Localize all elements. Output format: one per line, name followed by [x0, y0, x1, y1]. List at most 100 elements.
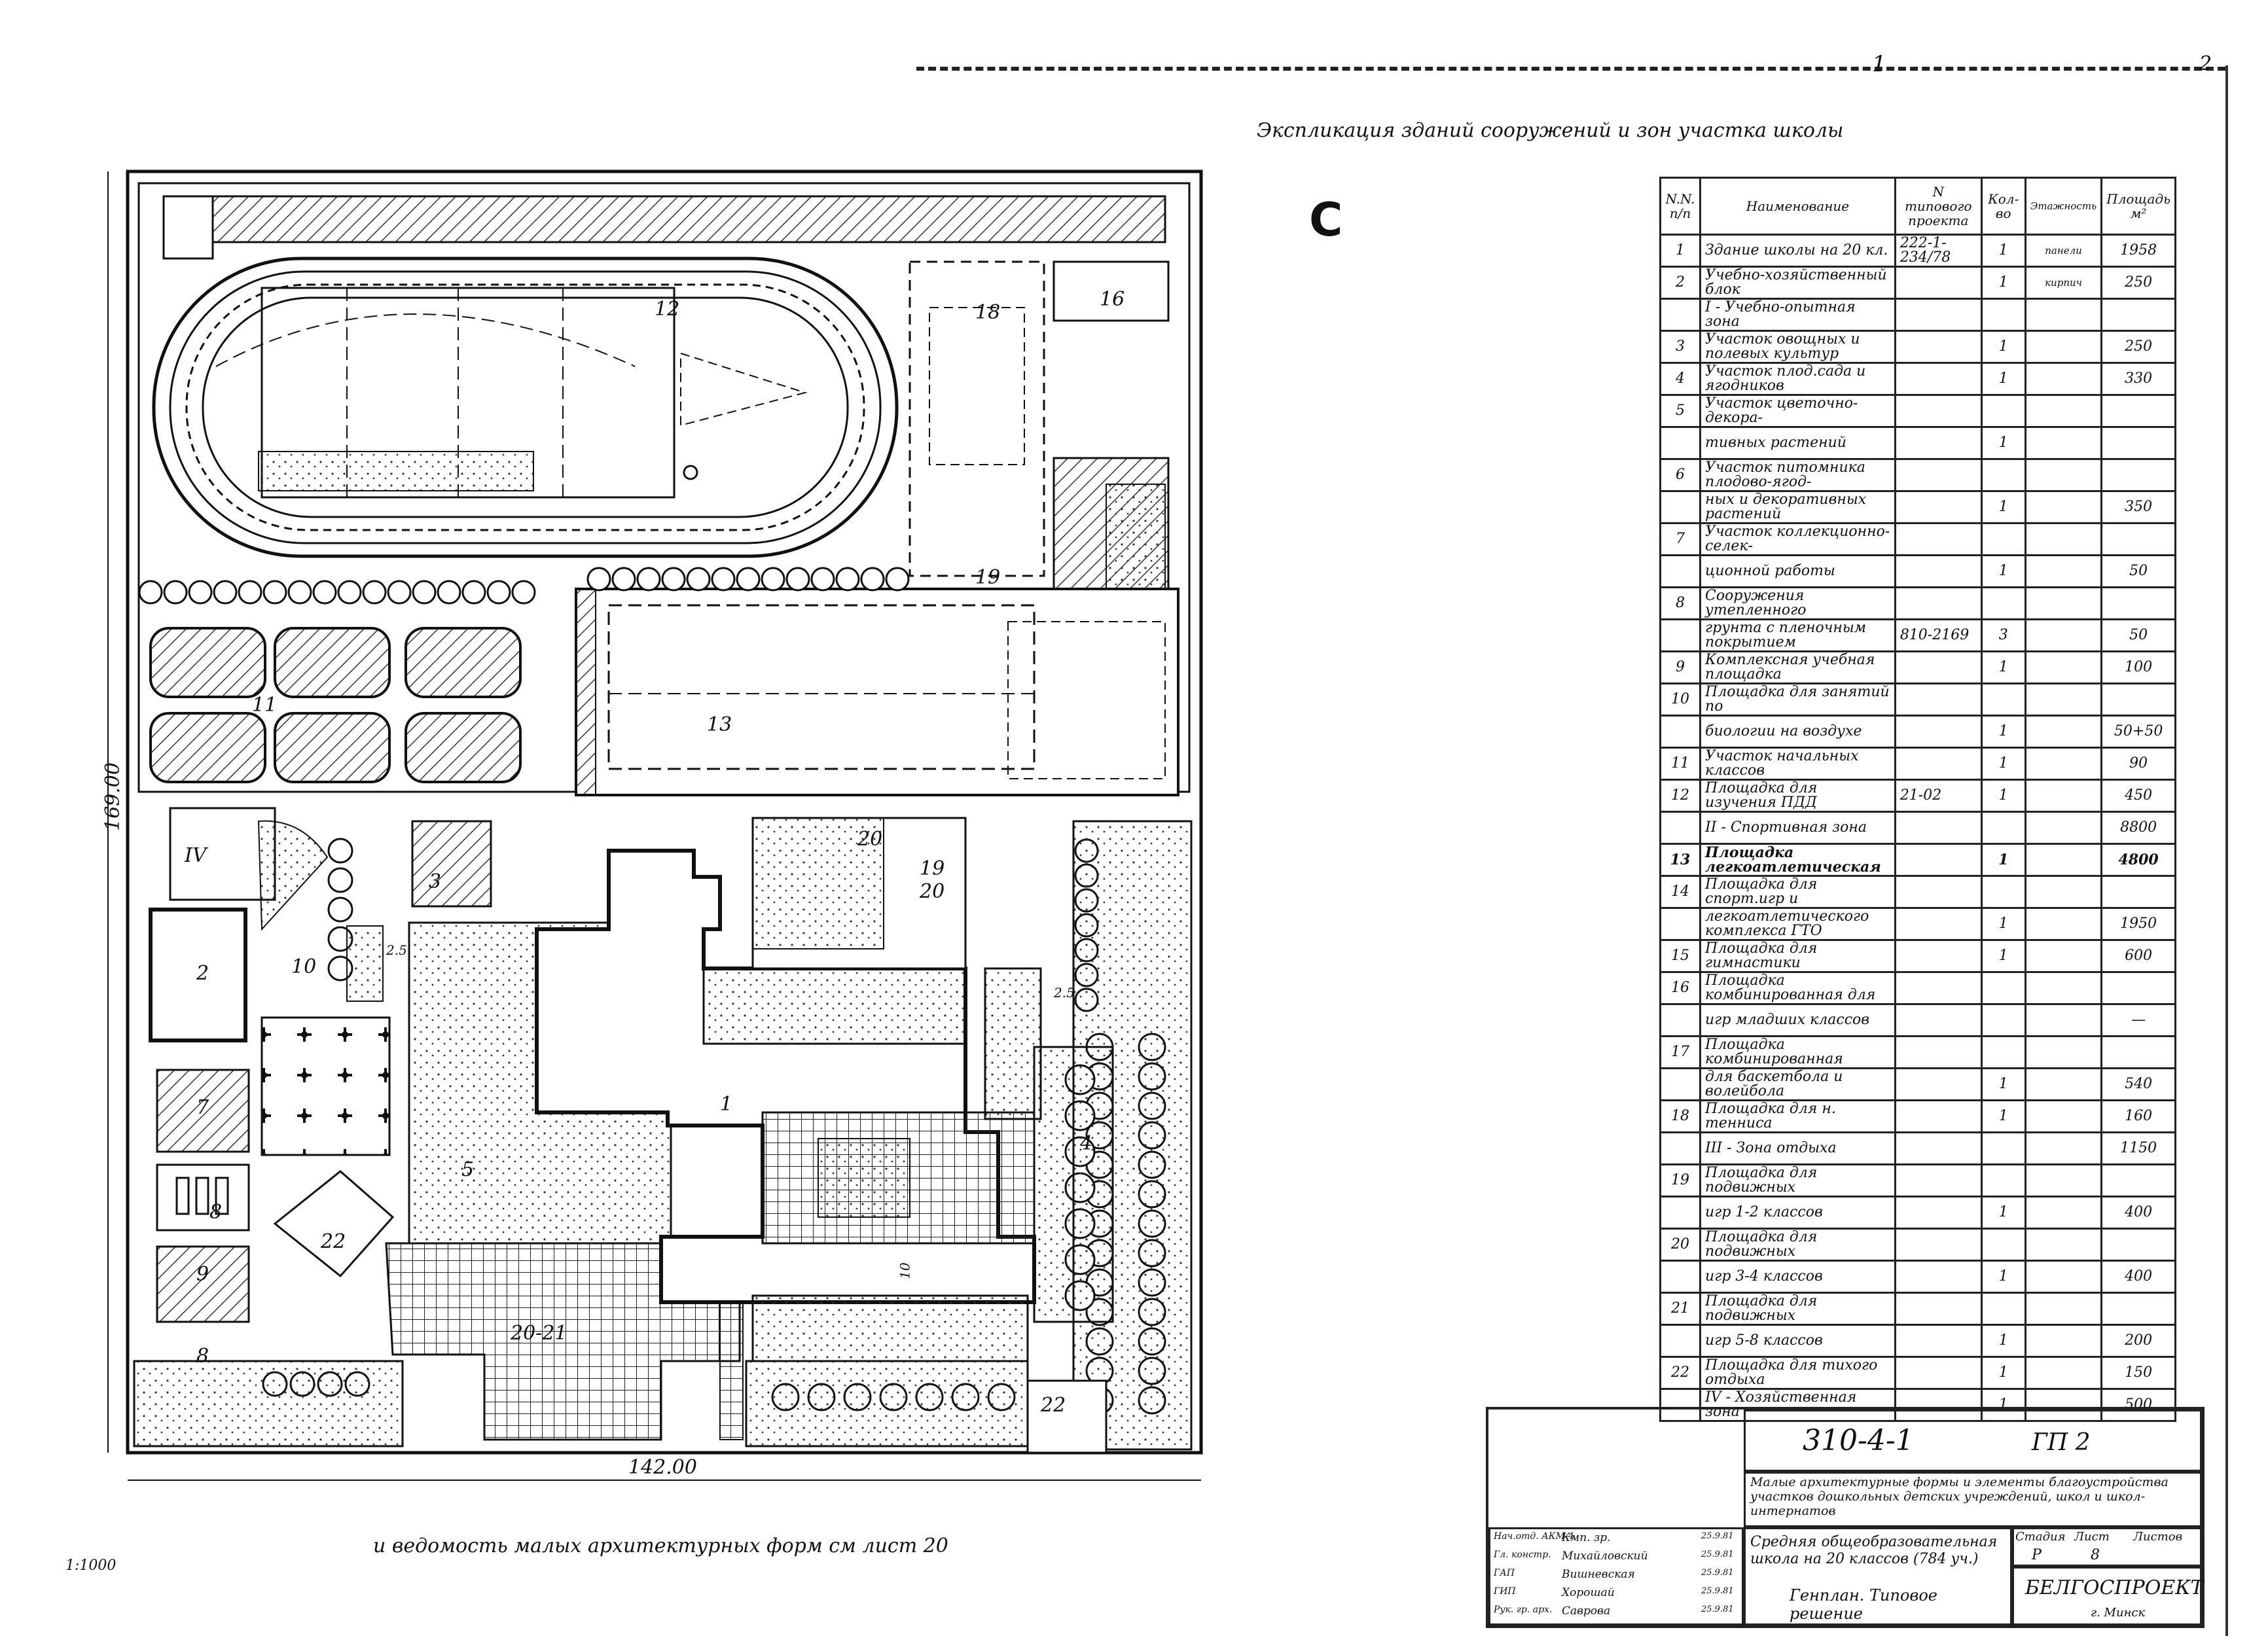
table-cell-qty: [1980, 683, 2026, 717]
table-cell-area: [2100, 971, 2176, 1005]
table-cell-qty: 1: [1980, 330, 2026, 364]
table-cell-n: [1659, 1067, 1702, 1101]
table-cell-qty: 1: [1980, 1260, 2026, 1294]
table-cell-area: 50: [2100, 554, 2176, 588]
sheet-right-border: [2225, 65, 2228, 1636]
table-cell-name: Площадка комбинированная для: [1699, 971, 1896, 1005]
table-cell-n: 22: [1659, 1356, 1702, 1390]
col-header: N типового проекта: [1894, 177, 1983, 236]
table-cell-proj: [1894, 1131, 1983, 1165]
table-cell-area: 1958: [2100, 234, 2176, 268]
table-cell-fl: [2024, 811, 2103, 845]
table-cell-proj: 222-1-234/78: [1894, 234, 1983, 268]
table-cell-n: 11: [1659, 747, 1702, 781]
table-cell-proj: [1894, 1388, 1983, 1422]
table-cell-area: [2100, 1035, 2176, 1069]
tree-icon: [412, 580, 437, 605]
signature-date: 25.9.81: [1701, 1531, 1734, 1541]
stamp-sheet-code: ГП 2: [2032, 1429, 2091, 1456]
table-cell-proj: [1894, 747, 1983, 781]
dimension-vertical: 169.00: [101, 762, 124, 831]
table-cell-n: 3: [1659, 330, 1702, 364]
table-cell-fl: [2024, 843, 2103, 877]
table-cell-fl: кирпич: [2024, 266, 2103, 300]
table-cell-area: 150: [2100, 1356, 2176, 1390]
signature-name: Кмп. зр.: [1562, 1531, 1611, 1544]
table-cell-area: 4800: [2100, 843, 2176, 877]
table-cell-qty: 1: [1980, 779, 2026, 813]
table-cell-area: 90: [2100, 747, 2176, 781]
table-cell-qty: [1980, 1292, 2026, 1326]
table-cell-proj: [1894, 490, 1983, 524]
stamp-stage-frame: [2012, 1527, 2202, 1567]
table-cell-proj: [1894, 266, 1983, 300]
table-cell-name: III - Зона отдыха: [1699, 1131, 1896, 1165]
table-cell-fl: [2024, 715, 2103, 749]
table-cell-fl: [2024, 1260, 2103, 1294]
zone-label: 10: [291, 955, 317, 978]
signature-date: 25.9.81: [1701, 1586, 1734, 1596]
table-cell-area: 250: [2100, 266, 2176, 300]
table-cell-n: 16: [1659, 971, 1702, 1005]
table-cell-qty: 1: [1980, 426, 2026, 460]
table-cell-proj: [1894, 1356, 1983, 1390]
table-cell-area: 8800: [2100, 811, 2176, 845]
table-cell-proj: [1894, 1260, 1983, 1294]
table-cell-area: 100: [2100, 650, 2176, 684]
table-cell-proj: [1894, 1099, 1983, 1133]
signature-date: 25.9.81: [1701, 1605, 1734, 1614]
table-cell-fl: [2024, 362, 2103, 396]
table-cell-qty: [1980, 522, 2026, 556]
sheet-top-mark: 1: [1872, 51, 1886, 77]
table-cell-n: 2: [1659, 266, 1702, 300]
table-cell-qty: [1980, 875, 2026, 909]
table-cell-area: [2100, 522, 2176, 556]
table-cell-fl: [2024, 522, 2103, 556]
table-cell-name: Площадка для н. тенниса: [1699, 1099, 1896, 1133]
table-cell-name: Сооружения утепленного: [1699, 586, 1896, 620]
table-cell-n: 4: [1659, 362, 1702, 396]
tree-icon: [761, 567, 785, 592]
table-cell-proj: [1894, 907, 1983, 941]
table-cell-name: Участок питомника плодово-ягод-: [1699, 458, 1896, 492]
table-cell-proj: [1894, 298, 1983, 332]
table-cell-n: [1659, 811, 1702, 845]
table-cell-area: 50+50: [2100, 715, 2176, 749]
table-cell-fl: [2024, 1292, 2103, 1326]
table-cell-proj: [1894, 522, 1983, 556]
title-block: 310-4-1 ГП 2 Малые архитектурные формы и…: [1486, 1407, 2205, 1628]
tree-icon: [437, 580, 461, 605]
table-cell-area: 250: [2100, 330, 2176, 364]
site-plan: С 12 18 16 19 13 11 IV 3 19 20 2 10 1 4 …: [65, 169, 1342, 1574]
table-cell-name: I - Учебно-опытная зона: [1699, 298, 1896, 332]
table-cell-proj: [1894, 1003, 1983, 1037]
table-cell-fl: [2024, 394, 2103, 428]
table-cell-name: Площадка для тихого отдыха: [1699, 1356, 1896, 1390]
table-cell-proj: [1894, 1163, 1983, 1197]
signature-date: 25.9.81: [1701, 1550, 1734, 1559]
table-cell-n: [1659, 1196, 1702, 1230]
tree-icon: [885, 567, 910, 592]
table-cell-name: ционной работы: [1699, 554, 1896, 588]
zone-label: IV: [185, 844, 207, 867]
stamp-sheets-label: Листов: [2133, 1530, 2183, 1544]
table-cell-n: 18: [1659, 1099, 1702, 1133]
table-cell-qty: 1: [1980, 747, 2026, 781]
signature-role: Рук. гр. арх.: [1494, 1605, 1553, 1615]
table-cell-fl: [2024, 1003, 2103, 1037]
table-cell-n: [1659, 618, 1702, 652]
table-cell-area: 450: [2100, 779, 2176, 813]
